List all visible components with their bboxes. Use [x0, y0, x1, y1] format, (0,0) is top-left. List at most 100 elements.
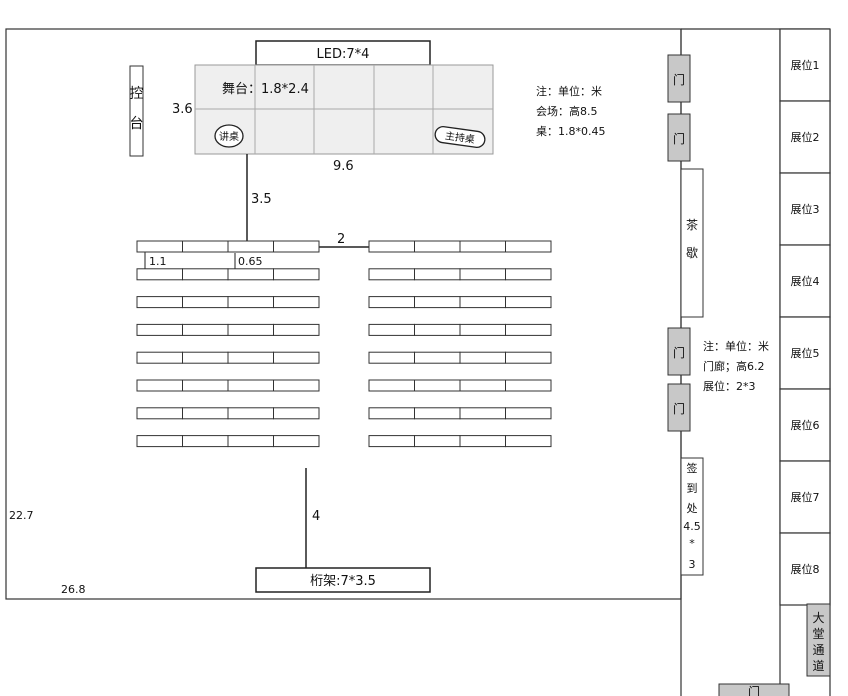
- lobby-char-2: 堂: [812, 627, 824, 641]
- booth-label: 展位7: [791, 490, 820, 504]
- signin-char-5: *: [689, 537, 695, 550]
- desk: [273, 323, 320, 336]
- stage-height-label: 3.6: [172, 102, 193, 117]
- tea-char-1: 茶: [686, 217, 698, 232]
- desk: [227, 296, 274, 309]
- desk: [505, 268, 552, 281]
- desk: [227, 435, 274, 448]
- desk: [414, 240, 461, 253]
- desk: [459, 323, 506, 336]
- desk: [368, 296, 415, 309]
- desk: [505, 323, 552, 336]
- desk: [136, 296, 183, 309]
- host-desk-icon: [434, 125, 486, 149]
- host-desk-label: 主持桌: [444, 129, 476, 146]
- sign-in-desk: [680, 457, 704, 576]
- desk: [459, 240, 506, 253]
- booth-3: [779, 172, 831, 246]
- hall-height-dim: 22.7: [9, 509, 34, 522]
- desk: [368, 435, 415, 448]
- desk: [505, 407, 552, 420]
- control-char-2: 台: [130, 116, 144, 132]
- desk: [136, 407, 183, 420]
- desk: [227, 379, 274, 392]
- signin-char-6: 3: [689, 558, 696, 571]
- svg-text:门: 门: [673, 345, 685, 360]
- desk: [368, 351, 415, 364]
- desk: [182, 407, 229, 420]
- desk: [273, 379, 320, 392]
- desk: [505, 240, 552, 253]
- control-char-1: 控: [130, 86, 144, 102]
- svg-text:门: 门: [673, 131, 685, 146]
- tea-char-2: 歇: [686, 246, 698, 260]
- hall-note-unit: 注：单位：米: [536, 84, 602, 98]
- lobby-passage: [806, 603, 831, 677]
- dim-aisle: 2: [337, 232, 345, 247]
- lobby-char-1: 大: [812, 611, 824, 625]
- desk: [273, 296, 320, 309]
- door-3: 门: [667, 327, 691, 376]
- truss-label: 桁架:7*3.5: [310, 574, 376, 589]
- desk: [368, 407, 415, 420]
- stage-label: 舞台：1.8*2.4: [222, 82, 309, 97]
- desk: [273, 268, 320, 281]
- desk: [414, 268, 461, 281]
- desk: [414, 351, 461, 364]
- dim-seats-truss: 4: [312, 509, 320, 524]
- booth-label: 展位8: [791, 562, 820, 576]
- svg-text:门: 门: [673, 401, 685, 416]
- desk: [414, 435, 461, 448]
- desk: [136, 323, 183, 336]
- booth-label: 展位3: [791, 202, 820, 216]
- desk: [182, 323, 229, 336]
- dim-row-spacing: 1.1: [149, 255, 167, 268]
- stage-width-label: 9.6: [333, 159, 354, 174]
- booth-2: [779, 100, 831, 174]
- booth-label: 展位2: [791, 130, 820, 144]
- booth-label: 展位4: [791, 274, 820, 288]
- tea-break-area: [680, 168, 704, 318]
- desk: [414, 296, 461, 309]
- desk: [414, 323, 461, 336]
- hall-note-desk: 桌：1.8*0.45: [536, 125, 606, 138]
- booth-1: [779, 28, 831, 102]
- desk: [136, 240, 183, 253]
- lectern-label: 讲桌: [219, 130, 239, 143]
- desk: [182, 268, 229, 281]
- desk: [368, 268, 415, 281]
- desk: [273, 407, 320, 420]
- desk: [368, 379, 415, 392]
- desk: [182, 435, 229, 448]
- dim-stage-seats: 3.5: [251, 192, 272, 207]
- desk: [136, 268, 183, 281]
- svg-text:门: 门: [673, 72, 685, 87]
- lobby-char-4: 道: [812, 659, 824, 673]
- desk: [368, 240, 415, 253]
- door-2: 门: [667, 113, 691, 162]
- desk: [227, 323, 274, 336]
- desk: [227, 268, 274, 281]
- lectern-icon: [214, 124, 244, 148]
- desk: [368, 323, 415, 336]
- desk: [182, 296, 229, 309]
- desk: [459, 351, 506, 364]
- desk: [136, 435, 183, 448]
- control-desk: [129, 65, 144, 157]
- desk: [136, 351, 183, 364]
- desk: [505, 351, 552, 364]
- desk: [273, 435, 320, 448]
- desk: [227, 407, 274, 420]
- booth-7: [779, 460, 831, 534]
- desk: [182, 351, 229, 364]
- led-label: LED:7*4: [317, 47, 370, 62]
- desk: [459, 268, 506, 281]
- signin-char-1: 签: [687, 461, 698, 475]
- door-1: 门: [667, 54, 691, 103]
- desk: [414, 407, 461, 420]
- desk: [459, 407, 506, 420]
- desk: [182, 379, 229, 392]
- desk: [459, 296, 506, 309]
